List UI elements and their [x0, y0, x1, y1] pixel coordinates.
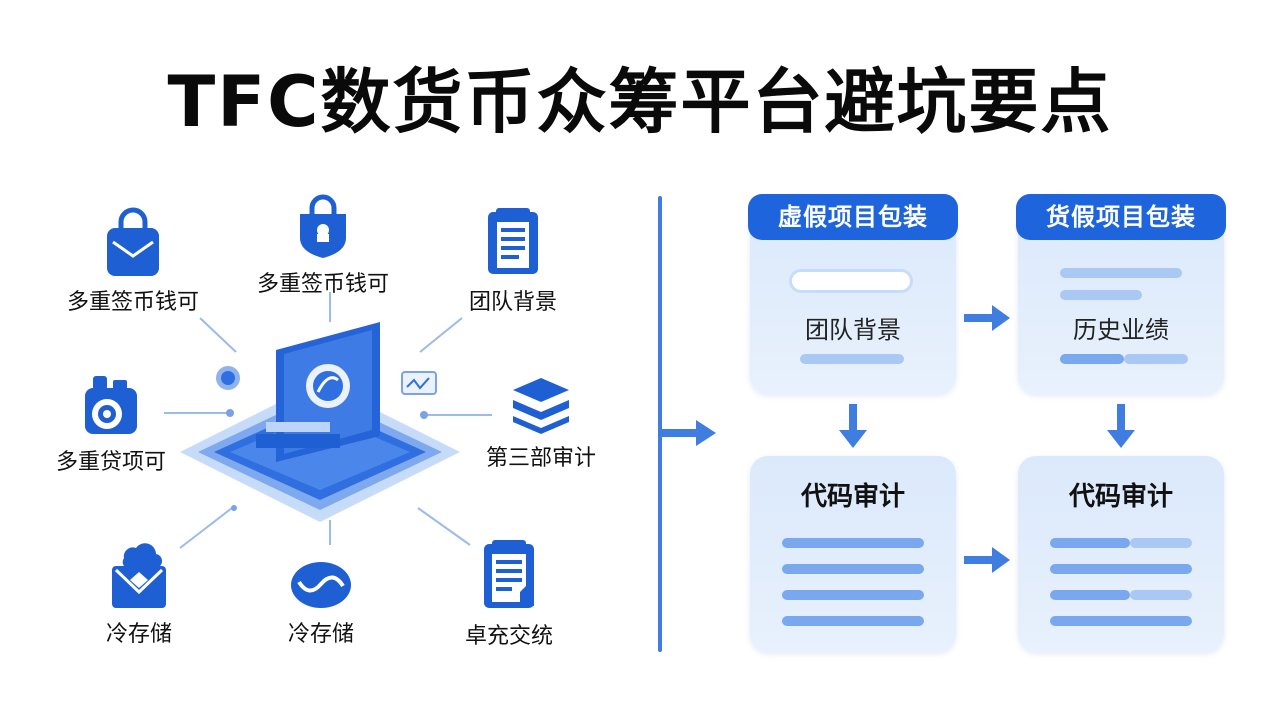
card-code-audit-2: 代码审计: [1018, 456, 1224, 652]
placeholder-bar: [1130, 590, 1192, 600]
node-cold-storage-1: 冷存储: [54, 540, 224, 648]
document-icon: [488, 208, 538, 274]
connector-lines: [164, 292, 492, 549]
placeholder-bar: [1050, 538, 1130, 548]
node-third-party-audit: 第三部审计: [456, 376, 626, 472]
arrow-right-icon: [662, 420, 716, 446]
notepad-icon: [484, 540, 534, 608]
placeholder-bar: [1130, 538, 1192, 548]
placeholder-bar: [1060, 290, 1142, 300]
lock-bag-icon: [107, 207, 159, 276]
card-header: 货假项目包装: [1016, 194, 1226, 240]
node-multisig-wallet-1: 多重签币钱可: [48, 206, 218, 316]
card-title: 代码审计: [800, 482, 905, 512]
card-header: 虚假项目包装: [748, 194, 958, 240]
arrow-down-icon: [839, 404, 867, 448]
arrow-right-icon: [964, 547, 1010, 573]
placeholder-bar: [782, 564, 924, 574]
placeholder-bar: [1060, 354, 1124, 364]
card-text: 团队背景: [805, 316, 901, 344]
arrow-down-icon: [1107, 404, 1135, 448]
section-divider: [658, 196, 662, 652]
placeholder-bar: [782, 590, 924, 600]
platform-hub-icon: [180, 322, 460, 522]
arrow-right-icon: [964, 305, 1010, 331]
card-fake-project-packaging: 虚假项目包装 团队背景: [748, 194, 958, 394]
placeholder-bar: [1124, 354, 1188, 364]
placeholder-bar: [782, 616, 924, 626]
card-text: 历史业绩: [1073, 316, 1169, 344]
placeholder-bar: [1050, 564, 1192, 574]
placeholder-bar: [1060, 268, 1182, 278]
camera-target-icon: [85, 376, 137, 434]
cloud-envelope-icon: [112, 543, 166, 608]
stack-layers-icon: [513, 378, 569, 434]
wave-circle-icon: [291, 562, 351, 608]
placeholder-bar: [1050, 616, 1192, 626]
page-title: TFC数货币众筹平台避坑要点: [167, 61, 1113, 143]
shield-lock-icon: [300, 194, 346, 258]
card-title: 代码审计: [1068, 482, 1173, 512]
node-team-background: 团队背景: [428, 206, 598, 316]
placeholder-bar: [792, 272, 910, 290]
node-multisig-wallet-2: 多重签币钱可: [238, 194, 408, 298]
node-cold-storage-2: 冷存储: [236, 560, 406, 648]
placeholder-bar: [782, 538, 924, 548]
placeholder-bar: [1050, 590, 1130, 600]
node-transaction-system: 卓充交统: [424, 538, 594, 650]
card-fake-project-packaging-2: 货假项目包装 历史业绩: [1016, 194, 1226, 394]
card-code-audit-1: 代码审计: [750, 456, 956, 652]
node-multi-credit: 多重贷项可: [26, 372, 196, 476]
placeholder-bar: [800, 354, 904, 364]
